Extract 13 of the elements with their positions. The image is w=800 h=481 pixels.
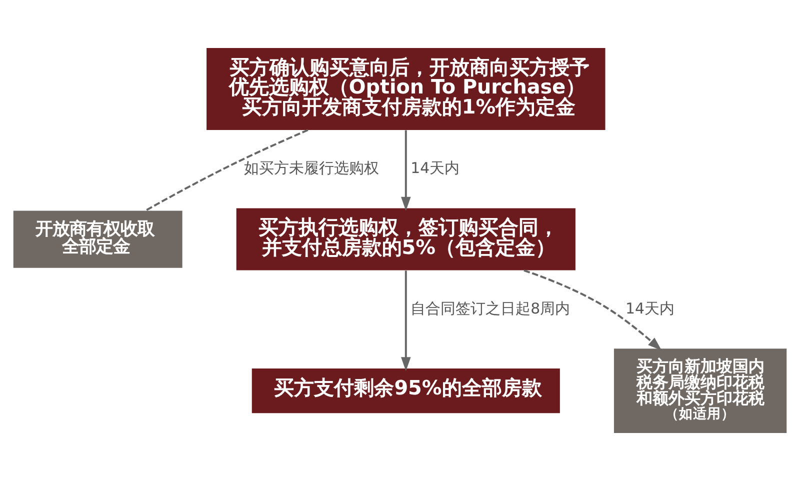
edge-label: 如买方未履行选购权 [244, 158, 380, 177]
node-box: 买方执行选购权，签订购买合同，并支付总房款的5%（包含定金） [236, 208, 576, 270]
node-box: 买方向新加坡国内税务局缴纳印花税和额外买方印花税 （如适用） [614, 348, 787, 434]
node-box: 开放商有权收取全部定金 [13, 210, 182, 268]
edge-label: 自合同签订之日起8周内 [410, 299, 570, 318]
edge-label: 14天内 [410, 158, 460, 177]
arrow [401, 130, 411, 211]
arrow [401, 270, 411, 372]
node-box: 买方确认购买意向后，开放商向买方授予优先选购权（Option To Purchase） 买方向开发商支付房款的1%作为定金 [206, 48, 606, 130]
connector [144, 129, 308, 212]
arrow [524, 269, 662, 351]
edge-label: 14天内 [626, 299, 674, 318]
node-box: 买方支付剩余95%的全部房款 [252, 368, 560, 414]
